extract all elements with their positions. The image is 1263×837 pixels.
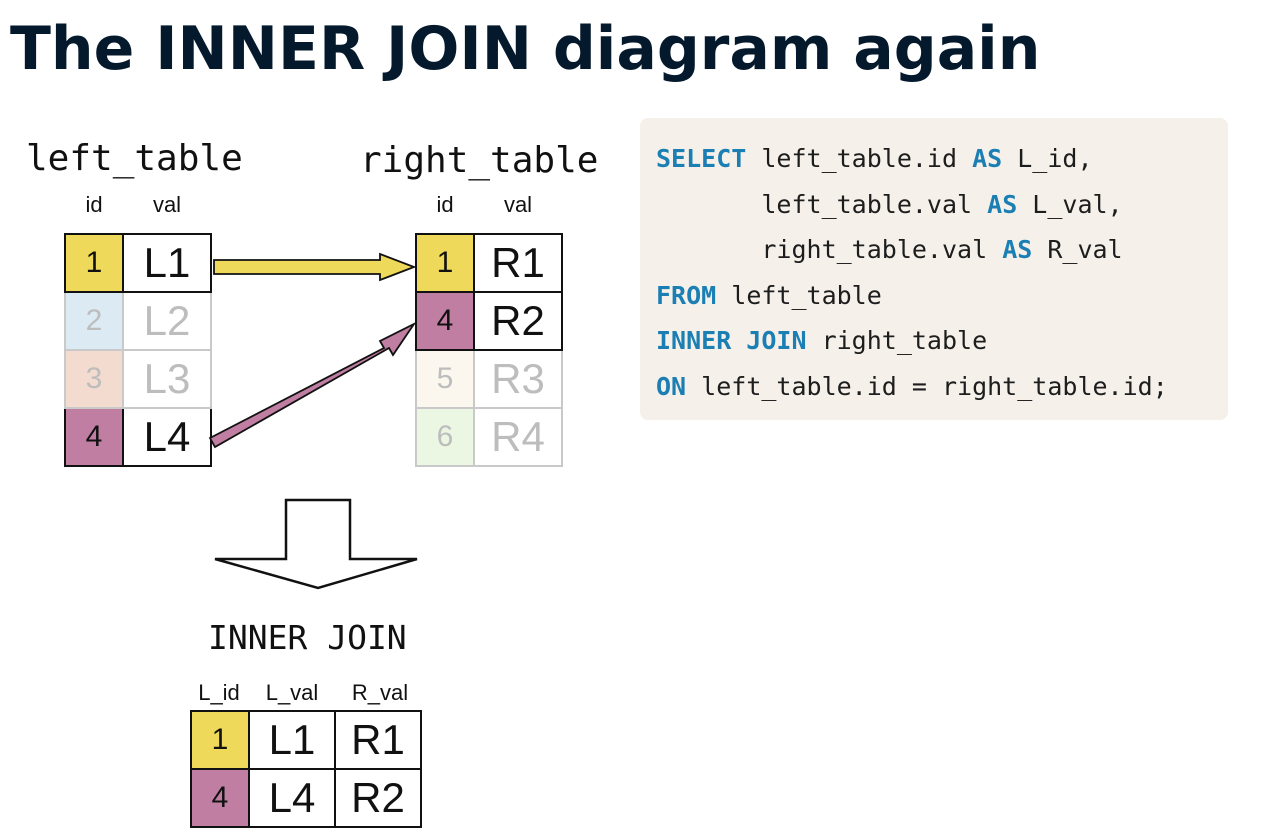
down-arrow-icon bbox=[214, 498, 418, 590]
code-keyword: AS bbox=[1002, 235, 1033, 264]
join-type-label: INNER JOIN bbox=[208, 618, 407, 657]
yellow-match-arrow-icon bbox=[213, 252, 417, 282]
right-table-row: 1 R1 bbox=[415, 233, 563, 293]
code-text: left_table.id bbox=[746, 144, 973, 173]
right-table-cell-val: R4 bbox=[473, 407, 563, 467]
result-cell-l-val: L4 bbox=[248, 768, 336, 828]
result-header-r-val: R_val bbox=[351, 680, 409, 705]
left-table-row: 4 L4 bbox=[64, 407, 212, 467]
code-text: L_val, bbox=[1017, 189, 1123, 219]
code-text: right_table bbox=[806, 326, 988, 355]
result-cell-r-val: R2 bbox=[334, 768, 422, 828]
right-table-cell-id: 1 bbox=[415, 233, 475, 293]
right-table-row: 4 R2 bbox=[415, 291, 563, 351]
code-text: R_val bbox=[1032, 235, 1123, 264]
right-table: 1 R1 4 R2 5 R3 6 R4 bbox=[415, 233, 563, 467]
purple-match-arrow-icon bbox=[208, 321, 417, 449]
code-line: SELECT left_table.id AS L_id, bbox=[656, 144, 1093, 173]
right-table-cell-val: R1 bbox=[473, 233, 563, 293]
result-table-row: 1 L1 R1 bbox=[190, 710, 422, 770]
right-table-name: right_table bbox=[360, 140, 599, 181]
code-text: left_table.id = right_table.id; bbox=[686, 371, 1168, 401]
right-table-row: 6 R4 bbox=[415, 407, 563, 467]
left-table-cell-id: 2 bbox=[64, 291, 124, 351]
code-keyword: INNER JOIN bbox=[656, 326, 807, 355]
right-table-cell-id: 6 bbox=[415, 407, 475, 467]
left-table-name: left_table bbox=[26, 138, 243, 179]
left-table-cell-val: L4 bbox=[122, 407, 212, 467]
code-keyword: AS bbox=[987, 189, 1018, 219]
right-table-header-id: id bbox=[436, 192, 454, 217]
left-table-cell-id: 4 bbox=[64, 407, 124, 467]
left-table-header-val: val bbox=[152, 192, 182, 217]
left-table-row: 3 L3 bbox=[64, 349, 212, 409]
result-cell-r-val: R1 bbox=[334, 710, 422, 770]
left-table-cell-val: L2 bbox=[122, 291, 212, 351]
result-cell-l-id: 1 bbox=[190, 710, 250, 770]
right-table-cell-val: R3 bbox=[473, 349, 563, 409]
code-keyword: ON bbox=[656, 371, 687, 401]
right-table-row: 5 R3 bbox=[415, 349, 563, 409]
sql-code-block: SELECT left_table.id AS L_id, left_table… bbox=[640, 118, 1228, 420]
left-table-cell-id: 1 bbox=[64, 233, 124, 293]
sql-code: SELECT left_table.id AS L_id, left_table… bbox=[656, 136, 1168, 409]
code-text: L_id, bbox=[1002, 144, 1093, 173]
code-keyword: FROM bbox=[656, 280, 717, 310]
code-text: left_table.val bbox=[656, 189, 988, 219]
left-table-cell-id: 3 bbox=[64, 349, 124, 409]
left-table: 1 L1 2 L2 3 L3 4 L4 bbox=[64, 233, 212, 467]
code-line: ON left_table.id = right_table.id; bbox=[656, 372, 1168, 401]
result-cell-l-val: L1 bbox=[248, 710, 336, 770]
result-header-l-val: L_val bbox=[265, 680, 319, 705]
code-text: left_table bbox=[716, 280, 882, 310]
result-header-l-id: L_id bbox=[198, 680, 240, 705]
right-table-cell-id: 5 bbox=[415, 349, 475, 409]
result-table: 1 L1 R1 4 L4 R2 bbox=[190, 710, 422, 828]
code-text: right_table.val bbox=[656, 235, 1003, 264]
left-table-cell-val: L3 bbox=[122, 349, 212, 409]
result-table-row: 4 L4 R2 bbox=[190, 768, 422, 828]
left-table-header-id: id bbox=[85, 192, 103, 217]
left-table-row: 1 L1 bbox=[64, 233, 212, 293]
slide-title: The INNER JOIN diagram again bbox=[10, 14, 1041, 84]
left-table-row: 2 L2 bbox=[64, 291, 212, 351]
code-line: INNER JOIN right_table bbox=[656, 326, 987, 355]
code-keyword: AS bbox=[972, 144, 1003, 173]
code-keyword: SELECT bbox=[656, 144, 747, 173]
code-line: right_table.val AS R_val bbox=[656, 235, 1123, 264]
code-line: left_table.val AS L_val, bbox=[656, 189, 1123, 219]
result-cell-l-id: 4 bbox=[190, 768, 250, 828]
right-table-header-val: val bbox=[503, 192, 533, 217]
left-table-cell-val: L1 bbox=[122, 233, 212, 293]
right-table-cell-val: R2 bbox=[473, 291, 563, 351]
right-table-cell-id: 4 bbox=[415, 291, 475, 351]
code-line: FROM left_table bbox=[656, 281, 882, 310]
